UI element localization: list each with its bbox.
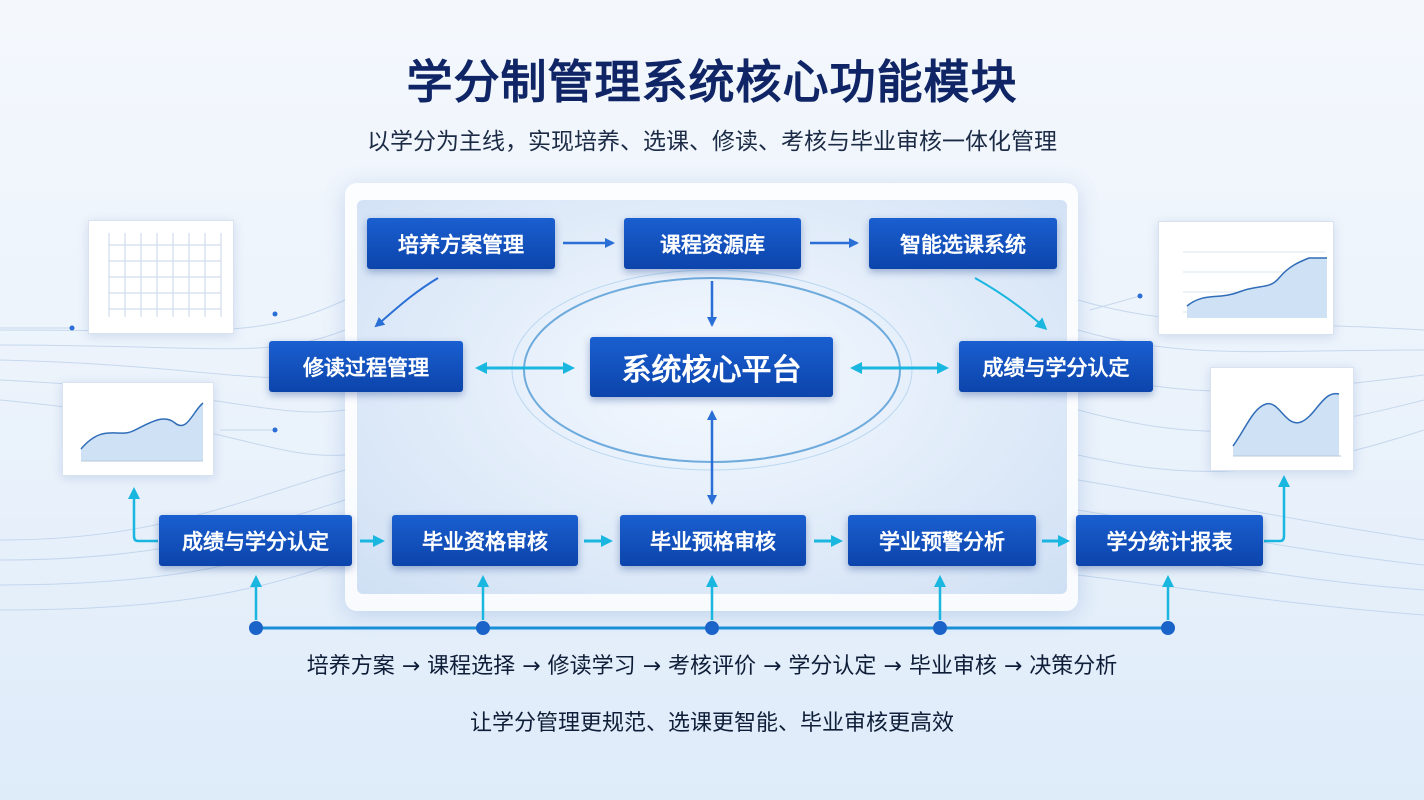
mini-area-chart-card-right [1210,367,1354,471]
module-core-platform[interactable]: 系统核心平台 [590,337,833,397]
mini-grid-chart-card [88,220,234,334]
page-title: 学分制管理系统核心功能模块 [406,55,1018,109]
mini-area-chart-graphic [1232,393,1341,457]
mini-grid-chart-graphic [108,233,222,317]
process-flow-text: 培养方案 → 课程选择 → 修读学习 → 考核评价 → 学分认定 → 毕业审核 … [306,654,1118,679]
mini-area-chart-card-left [62,382,214,476]
module-training-plan[interactable]: 培养方案管理 [367,218,555,269]
module-credit-recognition-left[interactable]: 成绩与学分认定 [159,515,352,566]
mini-area-chart-card-top-right [1158,221,1334,335]
page-subtitle: 以学分为主线，实现培养、选课、修读、考核与毕业审核一体化管理 [367,129,1057,155]
module-credit-recognition-right[interactable]: 成绩与学分认定 [959,341,1153,392]
module-course-library[interactable]: 课程资源库 [624,218,801,269]
module-study-process[interactable]: 修读过程管理 [269,341,463,392]
module-early-warning[interactable]: 学业预警分析 [848,515,1036,566]
slogan-text: 让学分管理更规范、选课更智能、毕业审核更高效 [469,711,954,736]
mini-area-chart-graphic [80,402,204,462]
module-statistics-report[interactable]: 学分统计报表 [1076,515,1263,566]
module-smart-selection[interactable]: 智能选课系统 [869,218,1057,269]
module-graduation-review[interactable]: 毕业资格审核 [392,515,578,566]
module-pre-review[interactable]: 毕业预格审核 [620,515,806,566]
mini-area-chart-graphic [1183,251,1327,318]
